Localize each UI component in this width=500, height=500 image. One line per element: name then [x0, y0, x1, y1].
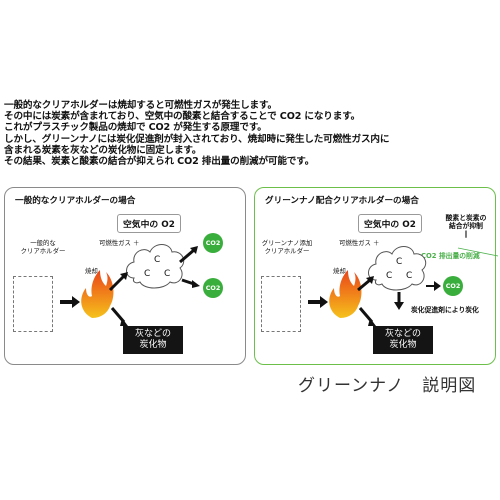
intro-line: 一般的なクリアホルダーは焼却すると可燃性ガスが発生します。	[4, 100, 277, 111]
intro-line: これがプラスチック製品の焼却で CO2 が発生する原理です。	[4, 122, 267, 134]
intro-line: その中には炭素が含まれており、空気中の酸素と結合することで CO2 になります。	[4, 111, 361, 123]
suppression-note: 酸素と炭素の 結合が抑制 ‖	[445, 214, 487, 238]
co2-badge: CO2	[203, 278, 223, 298]
intro-line: しかし、グリーンナノには炭化促進剤が封入されており、焼却時に発生した可燃性ガス内…	[4, 133, 390, 145]
clear-holder-icon	[13, 276, 53, 332]
co2-badge: CO2	[443, 276, 463, 296]
holder-label: グリーンナノ添加 クリアホルダー	[261, 239, 313, 255]
intro-text: 一般的なクリアホルダーは焼却すると可燃性ガスが発生します。 その中には炭素が含ま…	[4, 100, 498, 167]
intro-line: その結果、炭素と酸素の結合が抑えられ CO2 排出量の削減が可能です。	[4, 156, 315, 168]
ash-box: 灰などの 炭化物	[373, 326, 433, 354]
burn-label: 焼却	[333, 267, 346, 275]
co2-badge: CO2	[203, 233, 223, 253]
co2-reduction-label: CO2 排出量の削減	[421, 252, 480, 260]
panel-title: グリーンナノ配合クリアホルダーの場合	[265, 196, 419, 206]
carbonization-note: 炭化促進剤により炭化	[411, 306, 479, 314]
green-nano-panel: グリーンナノ配合クリアホルダーの場合 空気中の O2 グリーンナノ添加 クリアホ…	[254, 187, 496, 365]
air-oxygen-box: 空気中の O2	[358, 214, 422, 233]
burn-label: 焼却	[85, 267, 98, 275]
holder-label: 一般的な クリアホルダー	[20, 239, 66, 255]
standard-holder-panel: 一般的なクリアホルダーの場合 空気中の O2 一般的な クリアホルダー 焼却 可…	[4, 187, 246, 365]
gas-label: 可燃性ガス ＋	[339, 239, 380, 247]
gas-label: 可燃性ガス ＋	[99, 239, 140, 247]
panel-title: 一般的なクリアホルダーの場合	[15, 196, 136, 206]
clear-holder-icon	[261, 276, 301, 332]
ash-box: 灰などの 炭化物	[123, 326, 183, 354]
intro-line: 含まれる炭素を灰などの炭化物に固定します。	[4, 144, 202, 156]
figure-caption: グリーンナノ 説明図	[298, 376, 477, 396]
air-oxygen-box: 空気中の O2	[117, 214, 181, 233]
